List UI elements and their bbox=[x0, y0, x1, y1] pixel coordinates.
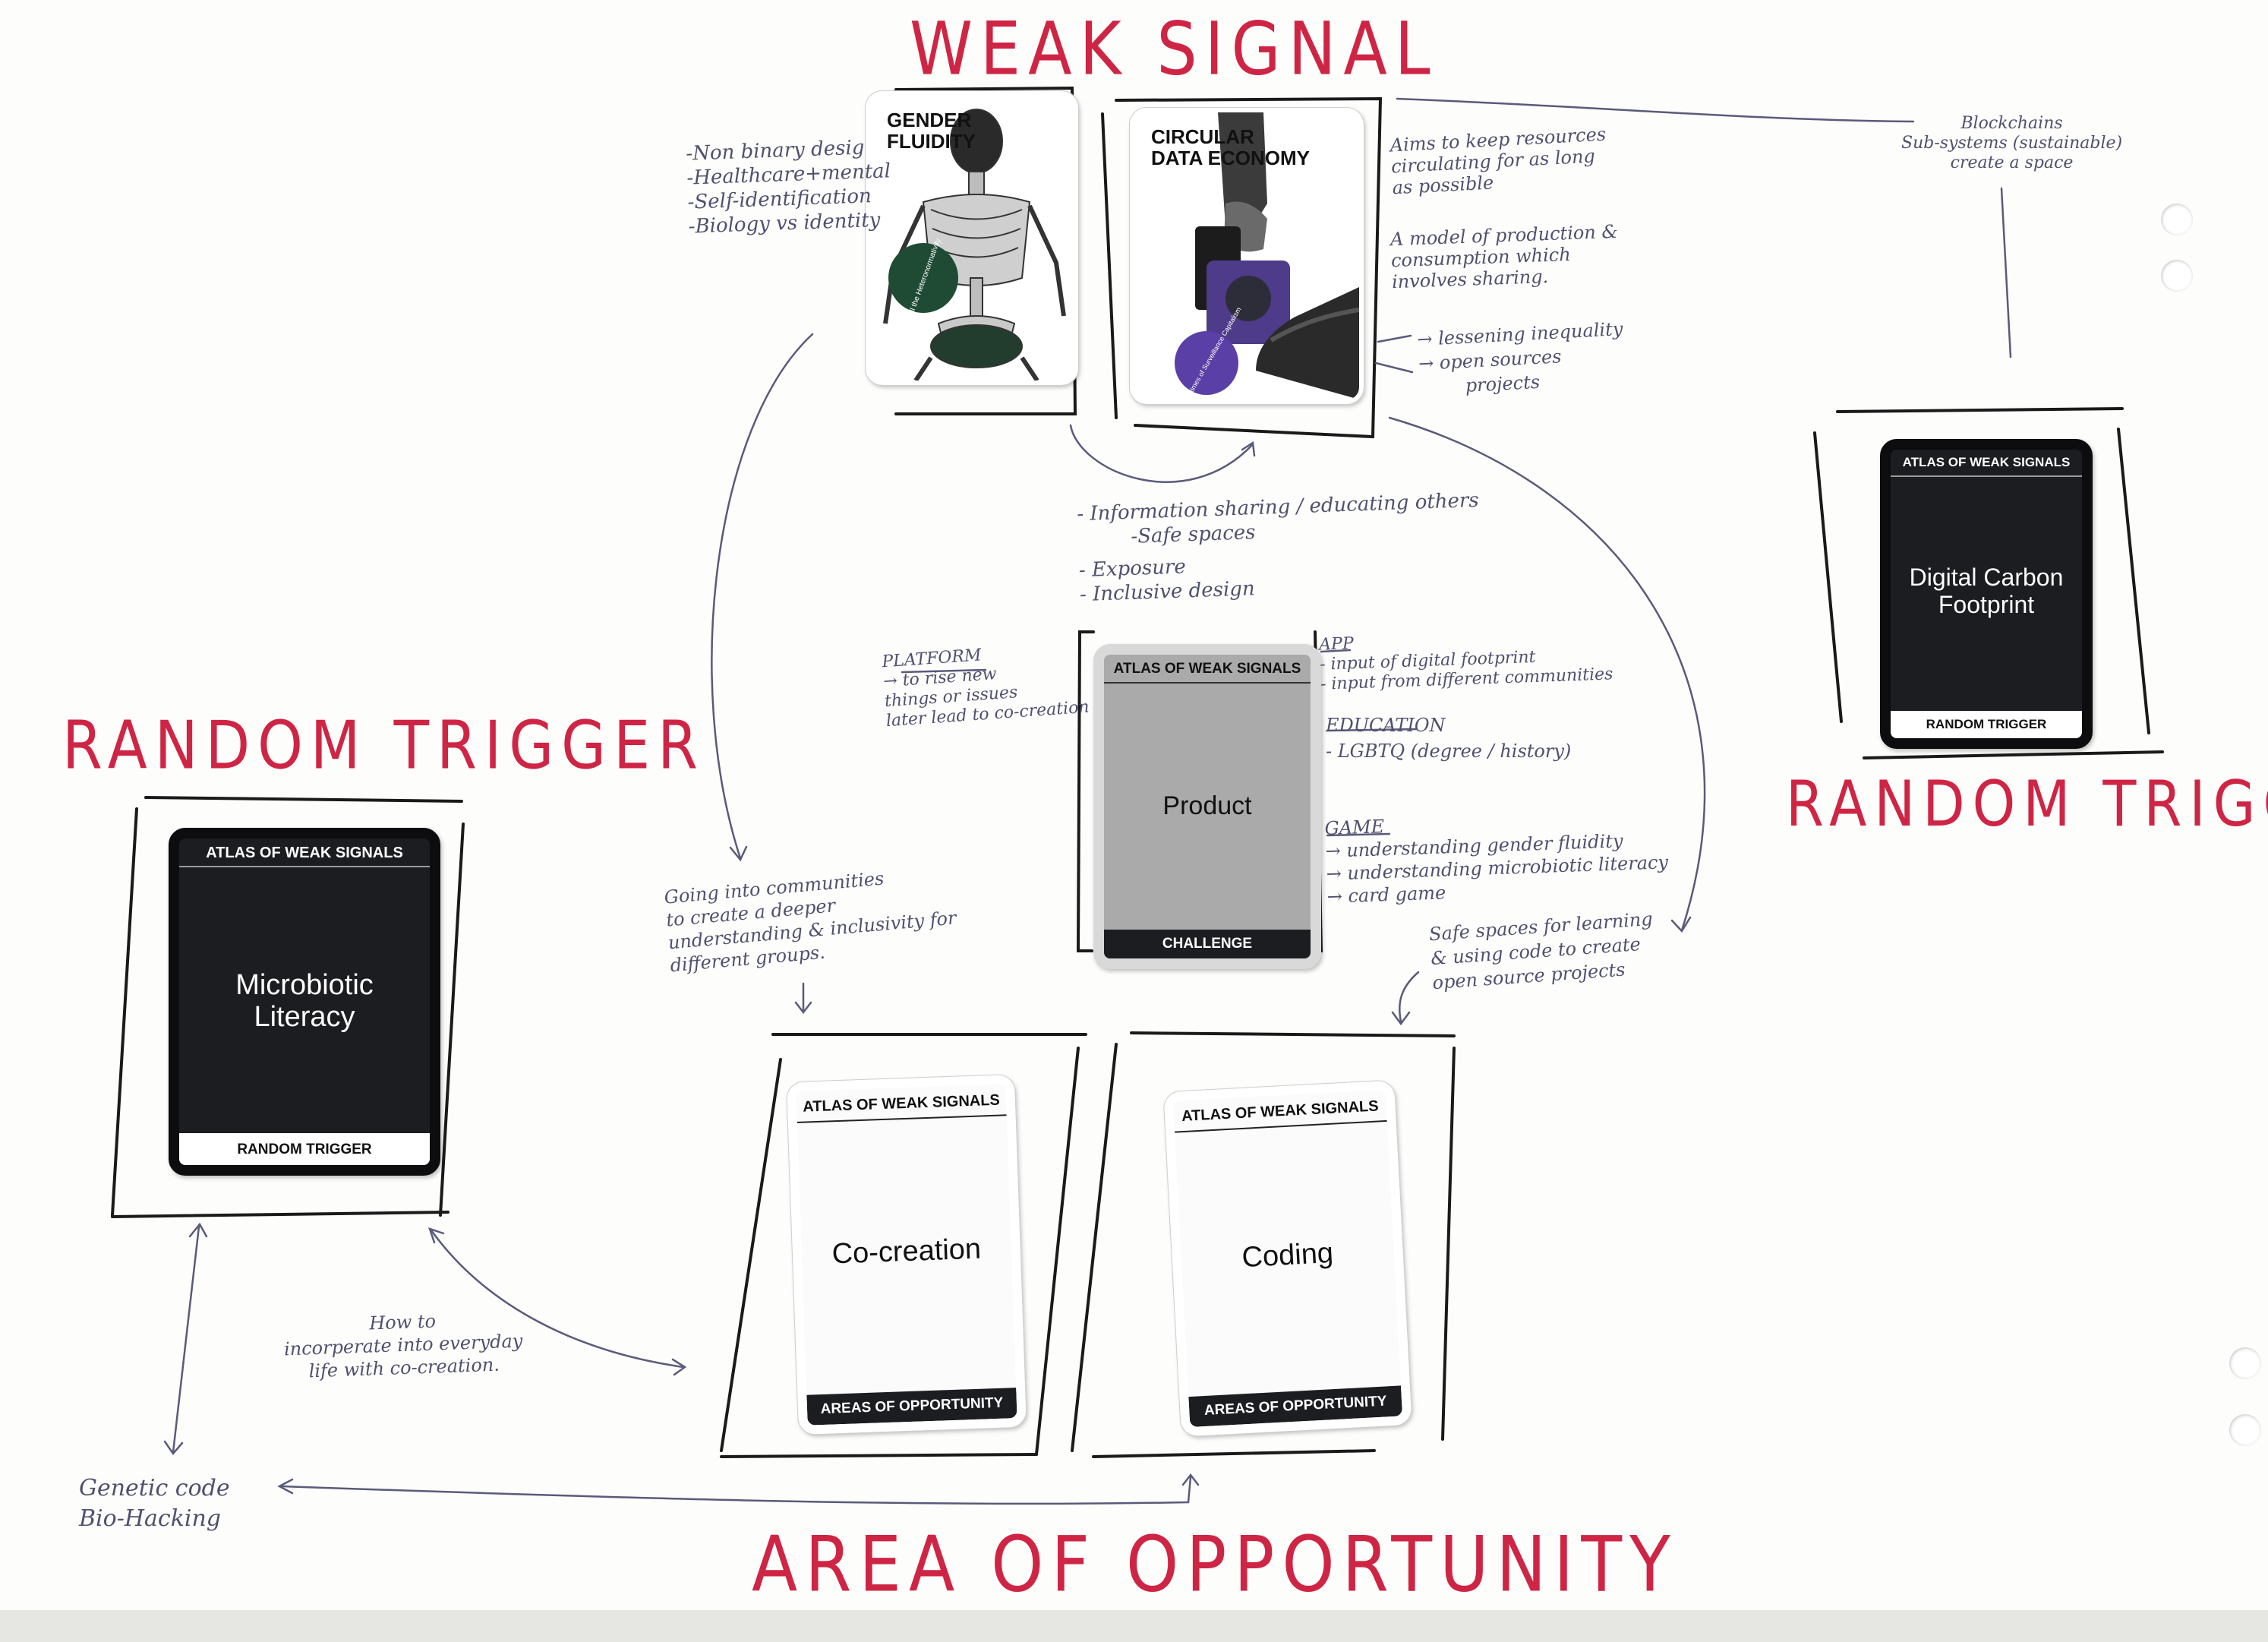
note-blockchains: Blockchains Sub-systems (sustainable) cr… bbox=[1901, 114, 2123, 172]
heading-random-trigger-left: RANDOM TRIGGER bbox=[62, 706, 705, 785]
skeleton-illustration: Kill the Heteronormativity bbox=[883, 109, 1066, 381]
card-header: ATLAS OF WEAK SIGNALS bbox=[1891, 450, 2082, 477]
punch-hole-1 bbox=[2161, 204, 2193, 235]
card-title: Product bbox=[1162, 791, 1252, 820]
note-platform: PLATFORM → to rise new things or issues … bbox=[881, 646, 1090, 731]
note-circular-model: A model of production & consumption whic… bbox=[1390, 220, 1619, 293]
card-title: Microbiotic Literacy bbox=[235, 969, 374, 1033]
card-co-creation: ATLAS OF WEAK SIGNALS Co-creation AREAS … bbox=[785, 1073, 1028, 1436]
note-gender-fluidity: -Non binary desig -Healthcare+mental -Se… bbox=[685, 136, 891, 238]
card-header: ATLAS OF WEAK SIGNALS bbox=[796, 1084, 1007, 1123]
punch-hole-2 bbox=[2161, 260, 2193, 292]
note-education: EDUCATION - LGBTQ (degree / history) bbox=[1326, 715, 1572, 762]
card-circular-data-economy: Life in the times of Surveillance Capita… bbox=[1129, 107, 1364, 405]
frame-circular-economy bbox=[1115, 96, 1383, 439]
card-header: ATLAS OF WEAK SIGNALS bbox=[1172, 1089, 1387, 1133]
card-title: Coding bbox=[1241, 1236, 1335, 1274]
card-footer: AREAS OF OPPORTUNITY bbox=[1188, 1385, 1403, 1428]
card-coding: ATLAS OF WEAK SIGNALS Coding AREAS OF OP… bbox=[1162, 1079, 1413, 1438]
card-footer: RANDOM TRIGGER bbox=[179, 1133, 430, 1165]
card-digital-carbon-footprint: ATLAS OF WEAK SIGNALS Digital Carbon Foo… bbox=[1880, 439, 2093, 749]
card-title: Co-creation bbox=[831, 1233, 982, 1271]
heading-random-trigger-right: RANDOM TRIGGER bbox=[1786, 767, 2268, 841]
card-microbiotic-literacy: ATLAS OF WEAK SIGNALS Microbiotic Litera… bbox=[169, 828, 440, 1176]
hands-illustration: Life in the times of Surveillance Capita… bbox=[1172, 112, 1359, 399]
heading-weak-signal: WEAK SIGNAL bbox=[910, 6, 1438, 92]
punch-hole-4 bbox=[2229, 1414, 2261, 1446]
note-safe-spaces: Safe spaces for learning & using code to… bbox=[1428, 908, 1654, 994]
card-title: Digital Carbon Footprint bbox=[1909, 564, 2064, 618]
card-footer: AREAS OF OPPORTUNITY bbox=[806, 1388, 1017, 1426]
note-information-sharing: - Information sharing / educating others… bbox=[1076, 488, 1480, 607]
card-footer: CHALLENGE bbox=[1104, 930, 1311, 958]
note-circular-outcomes: → lessening inequality → open sources pr… bbox=[1416, 317, 1623, 396]
card-title: CIRCULAR DATA ECONOMY bbox=[1151, 125, 1310, 169]
card-title: GENDER FLUIDITY bbox=[887, 109, 976, 153]
card-header: ATLAS OF WEAK SIGNALS bbox=[179, 838, 430, 867]
card-header: ATLAS OF WEAK SIGNALS bbox=[1104, 655, 1311, 684]
card-product-challenge: ATLAS OF WEAK SIGNALS Product CHALLENGE bbox=[1093, 644, 1321, 969]
note-genetic-code: Genetic code Bio-Hacking bbox=[79, 1475, 230, 1532]
card-gender-fluidity: Kill the Heteronormativity GENDER FLUIDI… bbox=[865, 90, 1079, 386]
note-everyday-life: How to incorperate into everyday life wi… bbox=[283, 1310, 523, 1382]
heading-area-of-opportunity: AREA OF OPPORTUNITY bbox=[752, 1519, 1678, 1609]
note-game: GAME → understanding gender fluidity → u… bbox=[1324, 816, 1669, 908]
card-footer: RANDOM TRIGGER bbox=[1891, 711, 2082, 738]
punch-hole-3 bbox=[2229, 1347, 2261, 1379]
note-app: APP - input of digital footprint - input… bbox=[1318, 634, 1613, 694]
table-edge bbox=[0, 1610, 2268, 1642]
note-circular-aims: Aims to keep resources circulating for a… bbox=[1389, 123, 1607, 199]
